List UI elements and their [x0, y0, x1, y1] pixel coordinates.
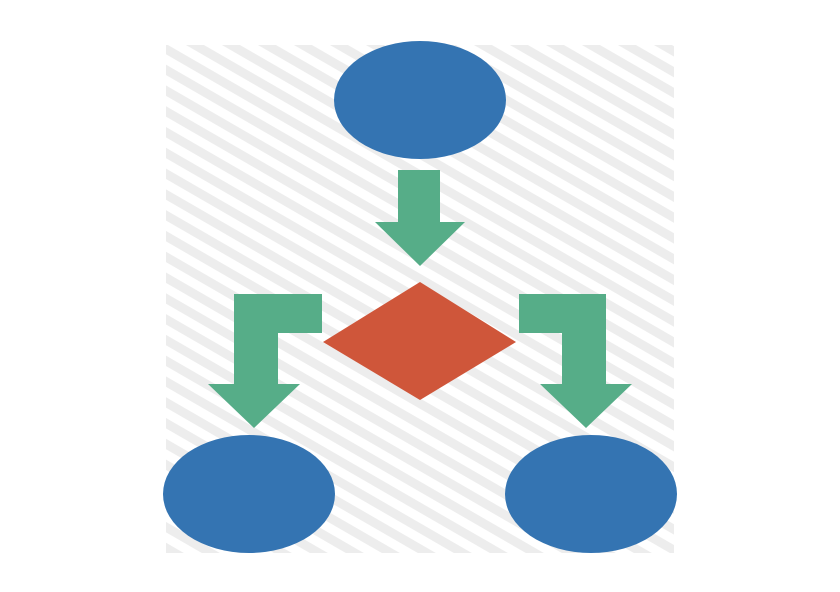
elbow-arrow-left-down-icon: [208, 294, 322, 428]
right-outcome-node-ellipse: [505, 435, 677, 553]
decision-diamond: [323, 282, 516, 400]
left-outcome-node-ellipse: [163, 435, 335, 553]
start-node-ellipse: [334, 41, 506, 159]
elbow-arrow-right-down-icon: [519, 294, 632, 428]
arrow-down-icon: [375, 170, 465, 266]
